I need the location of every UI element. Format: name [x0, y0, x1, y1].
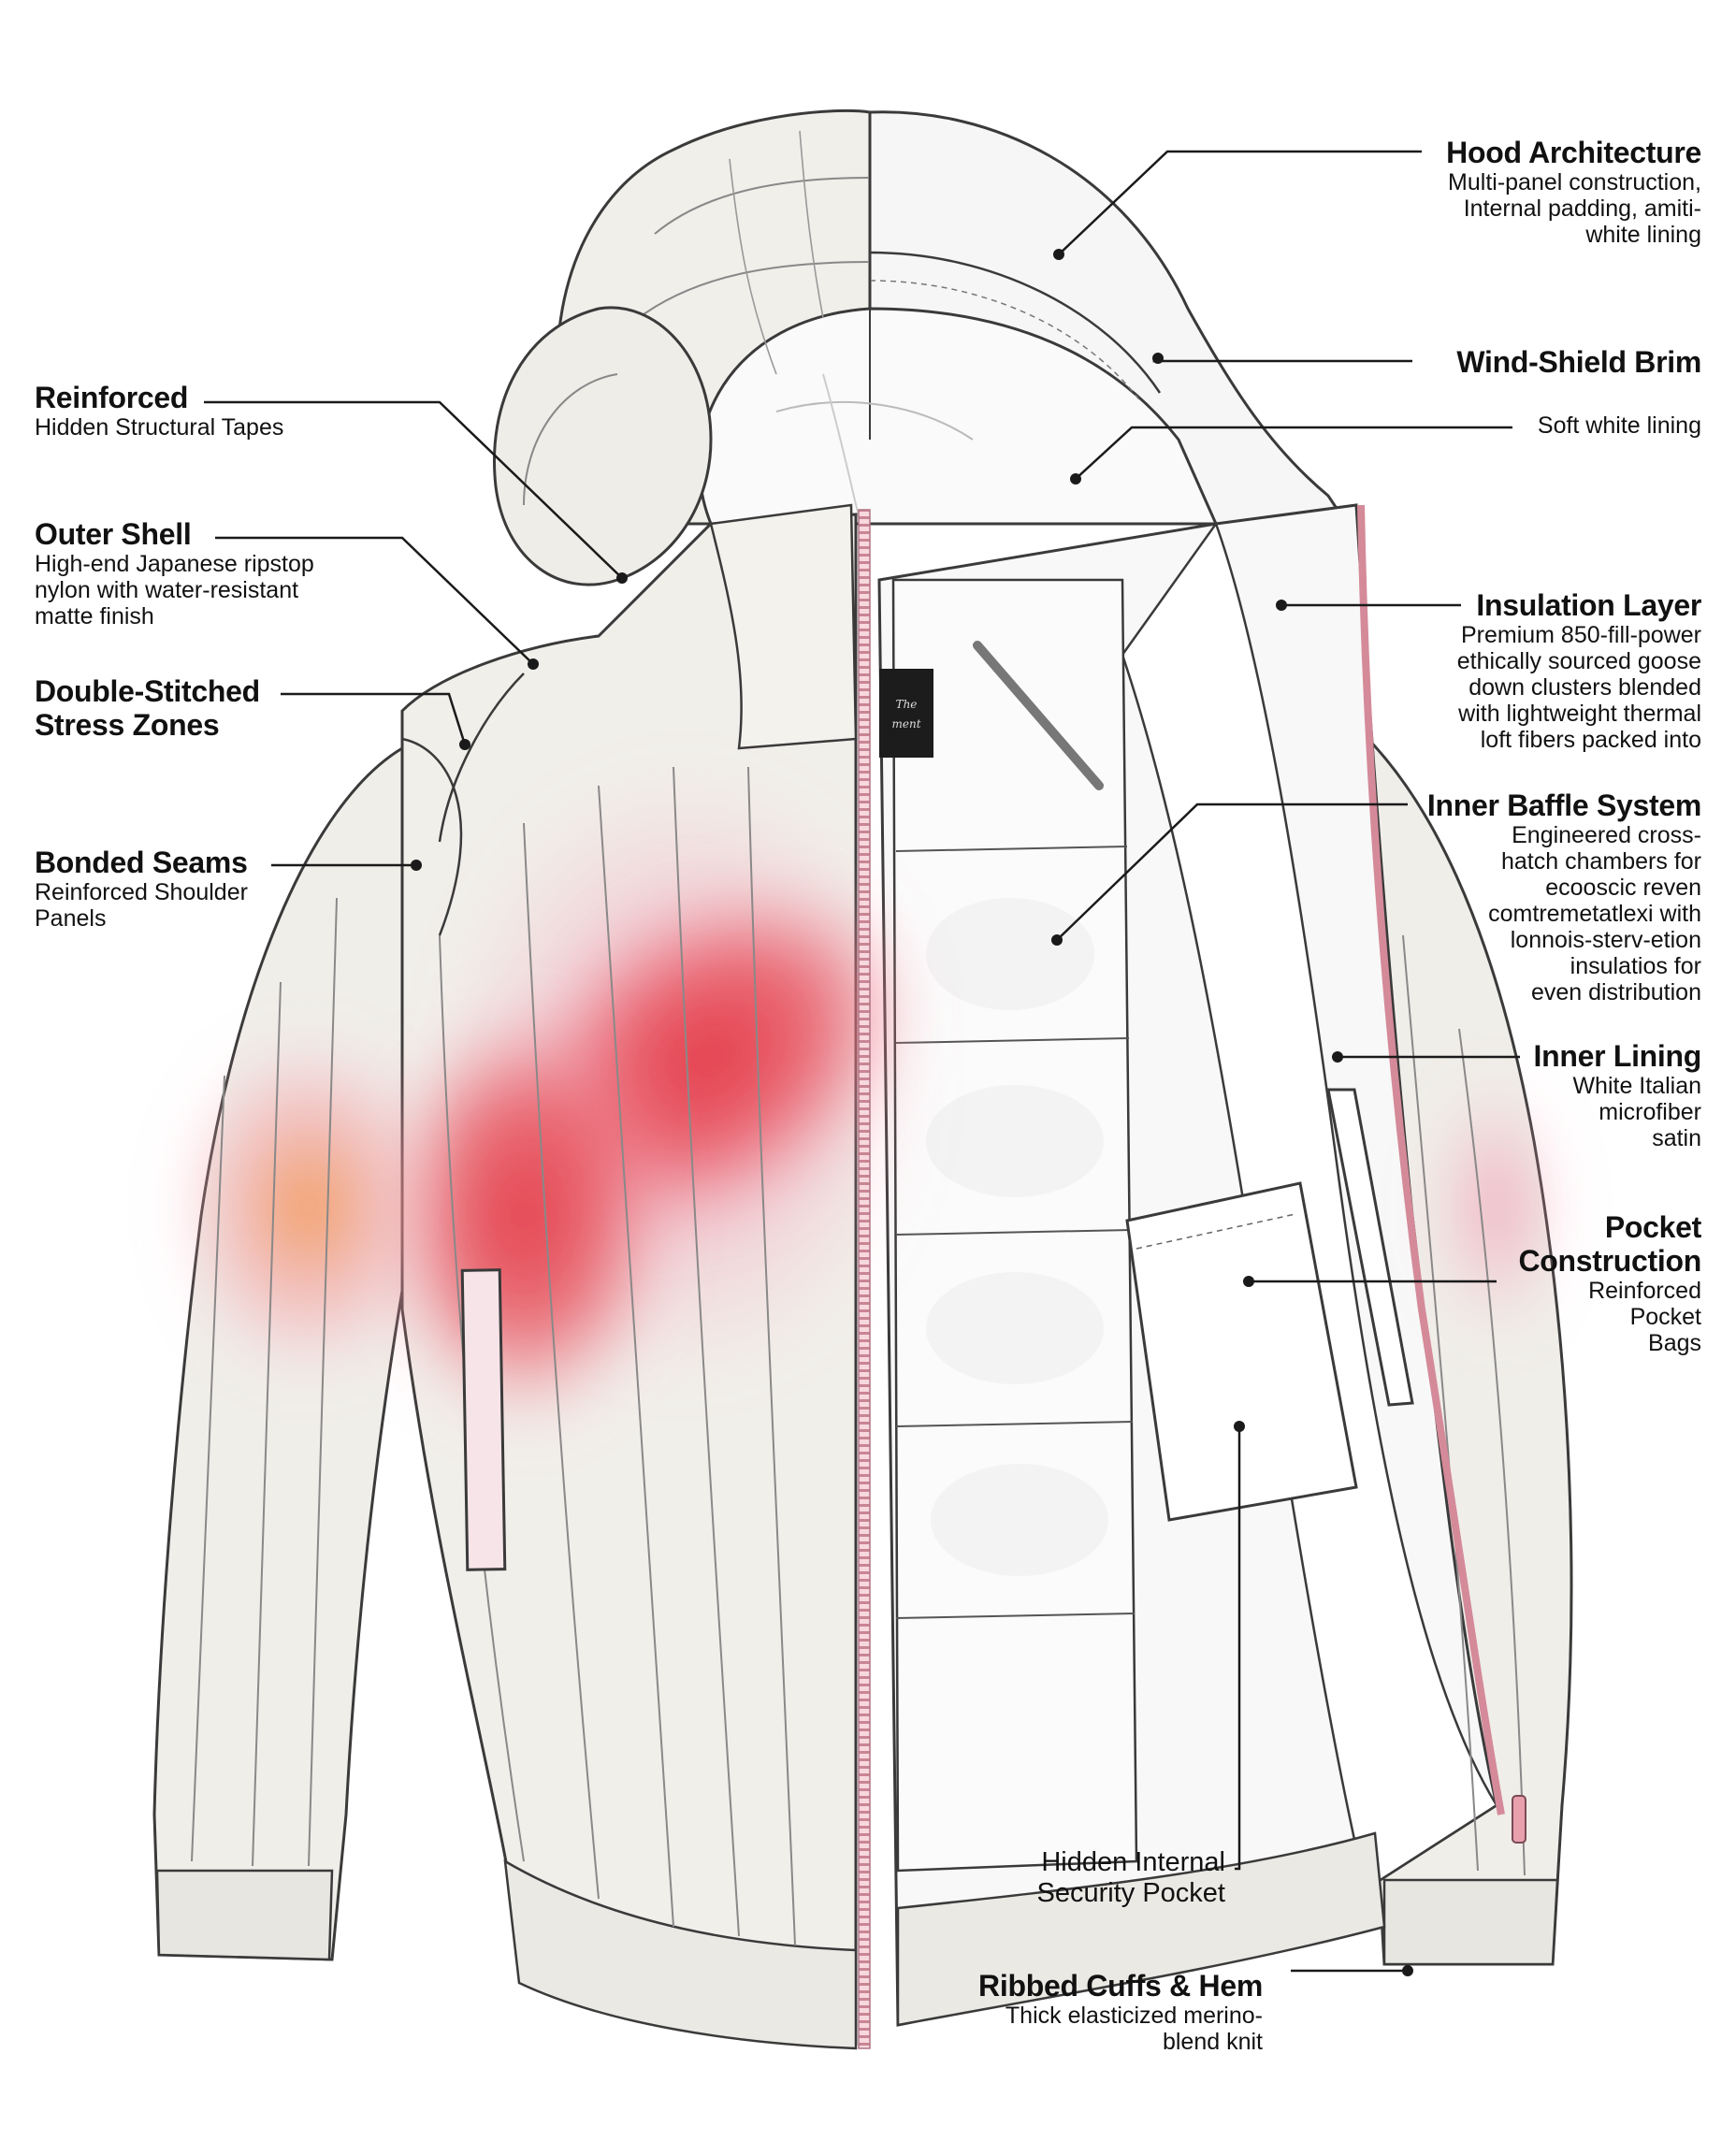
callout-bonded-seams: Bonded Seams Reinforced Shoulder Panels: [35, 846, 343, 932]
callout-bonded-seams-title: Bonded Seams: [35, 846, 248, 879]
callout-double-stitched-title-2: Stress Zones: [35, 708, 220, 742]
callout-bonded-seams-desc-2: Panels: [35, 905, 107, 932]
callout-hidden-security-pocket: Hidden Internal Security Pocket: [935, 1847, 1225, 1909]
callout-inner-baffle-system-desc-4: comtremetatlexi with: [1488, 901, 1701, 927]
callout-double-stitched: Double-Stitched Stress Zones: [35, 674, 334, 742]
callout-reinforced: Reinforced Hidden Structural Tapes: [35, 381, 409, 441]
callout-inner-lining-desc-3: satin: [1652, 1125, 1701, 1151]
callout-inner-lining-title: Inner Lining: [1533, 1039, 1702, 1073]
callout-insulation-layer-desc-1: Premium 850-fill-power: [1460, 622, 1701, 648]
brand-label-line-2: ment: [891, 717, 920, 730]
leader-lines: [204, 150, 1520, 1973]
callout-insulation-layer-title: Insulation Layer: [1476, 588, 1701, 622]
callout-pocket-construction-desc-3: Bags: [1648, 1330, 1701, 1356]
callout-ribbed-cuffs-hem-title: Ribbed Cuffs & Hem: [978, 1969, 1263, 2003]
callout-outer-shell-desc-3: matte finish: [35, 603, 154, 629]
inner-patch-pocket: [1125, 1181, 1358, 1522]
callout-reinforced-desc: Hidden Structural Tapes: [35, 414, 284, 441]
callout-inner-baffle-system-desc-5: lonnois-sterv-etion: [1510, 927, 1701, 953]
callout-inner-baffle-system-desc-2: hatch chambers for: [1501, 848, 1701, 875]
callout-insulation-layer-desc-4: with lightweight thermal: [1458, 701, 1701, 727]
callout-wind-shield-brim-title: Wind-Shield Brim: [1456, 345, 1701, 379]
right-zipper: [1357, 504, 1505, 1815]
callout-hood-architecture: Hood Architecture Multi-panel constructi…: [1215, 136, 1701, 248]
callout-reinforced-title: Reinforced: [35, 381, 189, 414]
zipper-pull: [1512, 1795, 1526, 1844]
callout-hood-architecture-title: Hood Architecture: [1446, 136, 1701, 169]
callout-outer-shell-desc-1: High-end Japanese ripstop: [35, 551, 314, 577]
shoulder-seams: [401, 673, 525, 936]
callout-inner-lining: Inner Lining White Italian microfiber sa…: [1439, 1039, 1702, 1151]
callout-outer-shell-desc-2: nylon with water-resistant: [35, 577, 299, 603]
callout-hidden-security-pocket-desc-1: Hidden Internal: [1041, 1847, 1225, 1877]
callout-pocket-construction-desc-1: Reinforced: [1588, 1278, 1701, 1304]
callout-inner-baffle-system-desc-1: Engineered cross-: [1512, 822, 1701, 848]
callout-soft-lining-desc: Soft white lining: [1537, 412, 1701, 439]
callout-pocket-construction-title-1: Pocket: [1604, 1210, 1701, 1244]
callout-insulation-layer: Insulation Layer Premium 850-fill-power …: [1327, 588, 1702, 753]
front-zipper: [858, 509, 871, 2049]
callout-inner-baffle-system-desc-6: insulatios for: [1570, 953, 1701, 979]
inner-strap: [973, 641, 1104, 790]
leader-dots: [411, 249, 1413, 1976]
callout-outer-shell: Outer Shell High-end Japanese ripstop ny…: [35, 517, 390, 629]
callout-pocket-construction: Pocket Construction Reinforced Pocket Ba…: [1458, 1210, 1702, 1356]
callout-bonded-seams-desc-1: Reinforced Shoulder: [35, 879, 248, 905]
callout-wind-shield-brim: Wind-Shield Brim: [1271, 345, 1701, 379]
callout-inner-baffle-system-desc-3: ecooscic reven: [1545, 875, 1701, 901]
callout-pocket-construction-title-2: Construction: [1518, 1244, 1702, 1278]
callout-inner-baffle-system-title: Inner Baffle System: [1426, 788, 1701, 822]
callout-hidden-security-pocket-desc-2: Security Pocket: [1036, 1878, 1225, 1908]
callout-insulation-layer-desc-3: down clusters blended: [1468, 674, 1701, 701]
brand-label-line-1: The: [896, 698, 918, 711]
heat-map-overlay: [178, 767, 1562, 1431]
callout-inner-baffle-system-desc-7: even distribution: [1530, 979, 1701, 1005]
callout-pocket-construction-desc-2: Pocket: [1629, 1304, 1701, 1330]
callout-outer-shell-title: Outer Shell: [35, 517, 192, 551]
callout-ribbed-cuffs-hem: Ribbed Cuffs & Hem Thick elasticized mer…: [879, 1969, 1263, 2055]
callout-inner-lining-desc-1: White Italian: [1572, 1073, 1701, 1099]
inner-welt-slit: [1326, 1088, 1414, 1407]
callout-hood-architecture-desc-2: Internal padding, amiti-: [1463, 195, 1701, 222]
callout-ribbed-cuffs-hem-desc-2: blend knit: [1162, 2029, 1263, 2055]
callout-insulation-layer-desc-2: ethically sourced goose: [1456, 648, 1701, 674]
brand-label: The ment: [879, 669, 933, 758]
left-welt-pocket: [460, 1268, 507, 1571]
callout-hood-architecture-desc-1: Multi-panel construction,: [1448, 169, 1701, 195]
callout-inner-lining-desc-2: microfiber: [1599, 1099, 1701, 1125]
callout-inner-baffle-system: Inner Baffle System Engineered cross- ha…: [1346, 788, 1701, 1005]
callout-hood-architecture-desc-3: white lining: [1585, 222, 1701, 248]
callout-soft-lining: Soft white lining: [1327, 412, 1701, 439]
callout-insulation-layer-desc-5: loft fibers packed into: [1480, 727, 1701, 753]
callout-ribbed-cuffs-hem-desc-1: Thick elasticized merino-: [1005, 2003, 1263, 2029]
inner-baffle-column: [891, 578, 1138, 1873]
callout-double-stitched-title-1: Double-Stitched: [35, 674, 260, 708]
